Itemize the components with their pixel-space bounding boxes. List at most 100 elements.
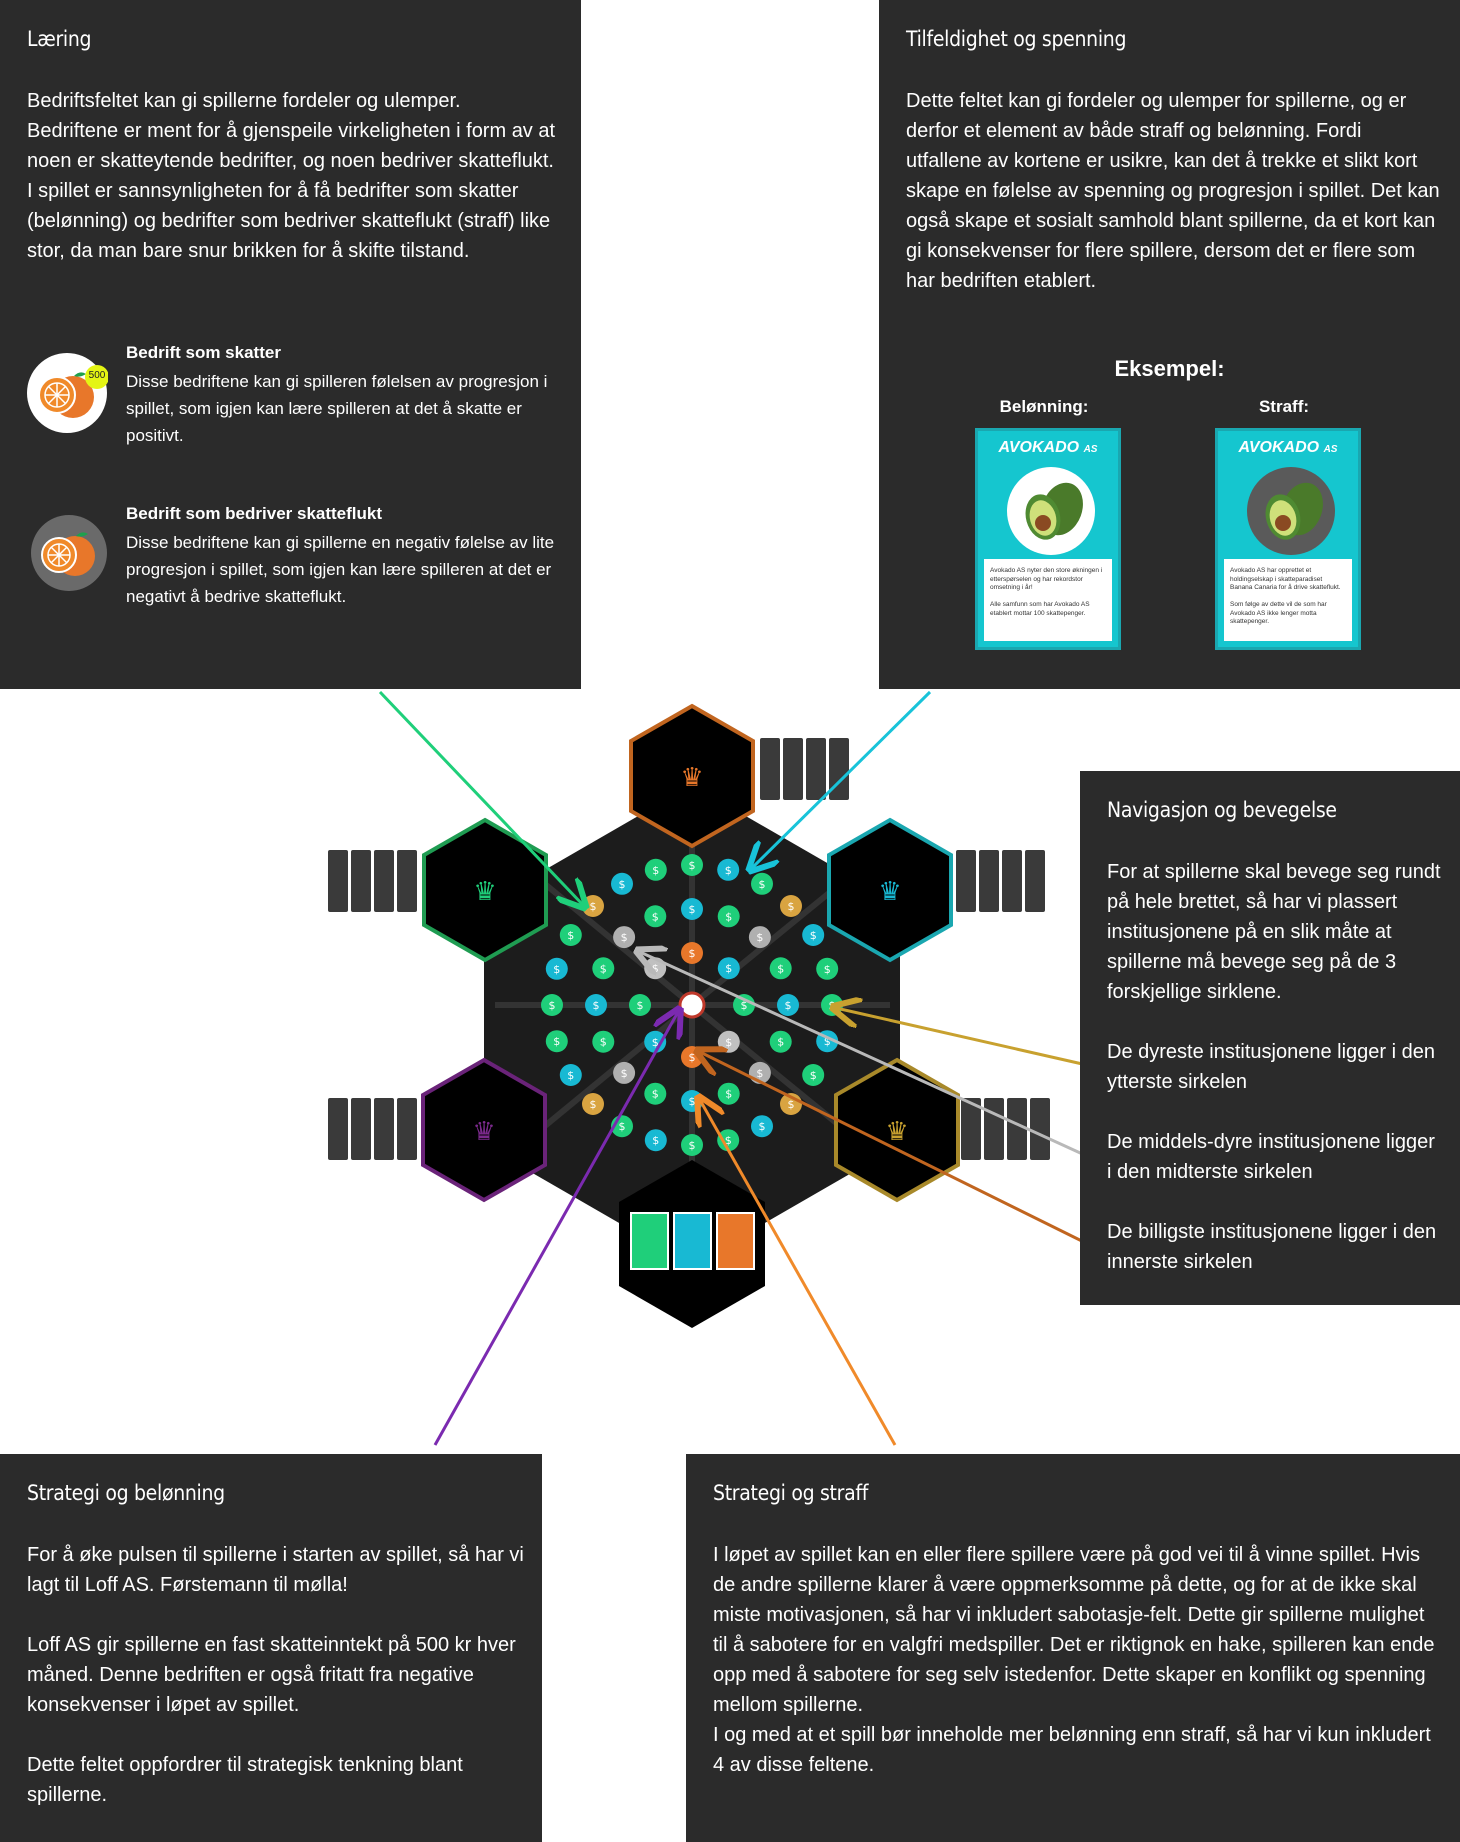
orange-skatteflukt-icon — [31, 515, 107, 591]
nav-p1: For at spillerne skal bevege seg rundt p… — [1107, 861, 1441, 1003]
card-deck-hex[interactable] — [619, 1160, 765, 1328]
board-space[interactable] — [559, 1064, 582, 1086]
penalty-card[interactable]: AVOKADO AS Avokado AS har opprettet et h… — [1215, 428, 1361, 650]
board-space[interactable] — [611, 872, 633, 895]
card-slot[interactable] — [1002, 850, 1022, 912]
board-space[interactable] — [769, 1030, 792, 1053]
board-space[interactable] — [545, 957, 568, 980]
board-space[interactable] — [802, 1064, 825, 1086]
card-slot[interactable] — [374, 850, 394, 912]
dollar-icon: $ — [741, 999, 748, 1012]
board-space[interactable] — [681, 854, 703, 876]
player-hex-purple[interactable]: ♛ — [421, 1057, 547, 1203]
board-space[interactable] — [592, 1030, 615, 1053]
board-space[interactable] — [592, 957, 615, 980]
board-space[interactable] — [751, 1115, 773, 1138]
board-space[interactable] — [644, 1129, 667, 1152]
dollar-icon: $ — [553, 1035, 560, 1048]
card-slot[interactable] — [984, 1098, 1004, 1160]
dollar-icon: $ — [725, 962, 732, 975]
board-space[interactable] — [644, 1082, 667, 1105]
panel-body: Bedriftsfeltet kan gi spillerne fordeler… — [27, 90, 556, 262]
dollar-icon: $ — [567, 929, 574, 942]
loff-as-space[interactable] — [678, 991, 706, 1019]
dollar-icon: $ — [689, 1051, 696, 1064]
panel-navigasjon: Navigasjon og bevegelse For at spillerne… — [1080, 771, 1460, 1305]
panel-title: Læring — [27, 27, 92, 51]
item1-body: Disse bedriftene kan gi spilleren følels… — [126, 372, 548, 445]
board-space[interactable] — [585, 994, 607, 1016]
player-hex-green[interactable]: ♛ — [422, 817, 548, 963]
board-space[interactable] — [644, 858, 667, 881]
dollar-icon: $ — [652, 1036, 659, 1049]
card-slot[interactable] — [979, 850, 999, 912]
reward-label: Belønning: — [999, 397, 1089, 416]
board-space[interactable] — [559, 924, 582, 946]
board-space[interactable] — [582, 1093, 604, 1115]
dollar-icon: $ — [652, 910, 659, 923]
dollar-icon: $ — [810, 929, 817, 942]
card-slot[interactable] — [760, 738, 780, 800]
dollar-icon: $ — [725, 910, 732, 923]
dollar-icon: $ — [788, 900, 795, 913]
sb-p2: Loff AS gir spillerne en fast skatteinnt… — [27, 1634, 516, 1716]
card-slot[interactable] — [806, 738, 826, 800]
board-space[interactable] — [777, 994, 799, 1016]
card-title: AVOKADO — [1238, 439, 1320, 456]
card-slot[interactable] — [956, 850, 976, 912]
player-hex-cyan[interactable]: ♛ — [827, 817, 953, 963]
card-slot[interactable] — [374, 1098, 394, 1160]
dollar-icon: $ — [725, 1088, 732, 1101]
card-slot[interactable] — [397, 1098, 417, 1160]
card-slot[interactable] — [1007, 1098, 1027, 1160]
dollar-icon: $ — [777, 962, 784, 975]
arrow-laering — [378, 690, 583, 905]
dollar-icon: $ — [621, 1067, 628, 1080]
arrow-tilfeldighet — [752, 690, 932, 868]
dollar-icon: $ — [689, 903, 696, 916]
card-slot[interactable] — [783, 738, 803, 800]
arrow-strategi-straff — [700, 1100, 897, 1446]
board-space[interactable] — [816, 957, 839, 980]
board-space[interactable] — [717, 905, 740, 928]
crown-icon: ♛ — [885, 1117, 908, 1147]
board-space[interactable] — [681, 942, 703, 964]
board-space[interactable] — [613, 926, 636, 949]
board-space[interactable] — [681, 898, 703, 920]
board-space[interactable] — [802, 924, 825, 946]
board-space[interactable] — [717, 858, 740, 881]
player-hex-orange[interactable]: ♛ — [629, 703, 755, 849]
board-space[interactable] — [769, 957, 792, 980]
card-slot[interactable] — [351, 850, 371, 912]
reward-card[interactable]: AVOKADO AS Avokado AS nyter den store øk… — [975, 428, 1121, 650]
deck-card-orange[interactable] — [716, 1212, 755, 1270]
panel-tilfeldighet: Tilfeldighet og spenning Dette feltet ka… — [879, 0, 1460, 689]
panel-body: Dette feltet kan gi fordeler og ulemper … — [906, 90, 1440, 292]
board-space[interactable] — [717, 1129, 740, 1152]
board-space[interactable] — [681, 1134, 703, 1156]
board-space[interactable] — [717, 957, 740, 980]
card-slot[interactable] — [328, 1098, 348, 1160]
card-slot[interactable] — [328, 850, 348, 912]
card-slot[interactable] — [1025, 850, 1045, 912]
board-space[interactable] — [733, 994, 755, 1016]
board-space[interactable] — [644, 905, 667, 928]
card-slot[interactable] — [397, 850, 417, 912]
board-space[interactable] — [541, 994, 563, 1016]
card-slot[interactable] — [1030, 1098, 1050, 1160]
board-space[interactable] — [780, 895, 802, 917]
card-slot[interactable] — [961, 1098, 981, 1160]
card-slot[interactable] — [829, 738, 849, 800]
dollar-icon: $ — [590, 900, 597, 913]
board-space[interactable] — [748, 926, 771, 949]
deck-card-green[interactable] — [630, 1212, 669, 1270]
board-space[interactable] — [629, 994, 651, 1016]
board-space[interactable] — [545, 1030, 568, 1053]
card-slot[interactable] — [351, 1098, 371, 1160]
board-space[interactable] — [751, 872, 773, 895]
dollar-icon: $ — [619, 1120, 626, 1133]
deck-card-cyan[interactable] — [673, 1212, 712, 1270]
dollar-icon: $ — [829, 999, 836, 1012]
dollar-icon: $ — [788, 1098, 795, 1111]
board-space[interactable] — [613, 1061, 636, 1084]
